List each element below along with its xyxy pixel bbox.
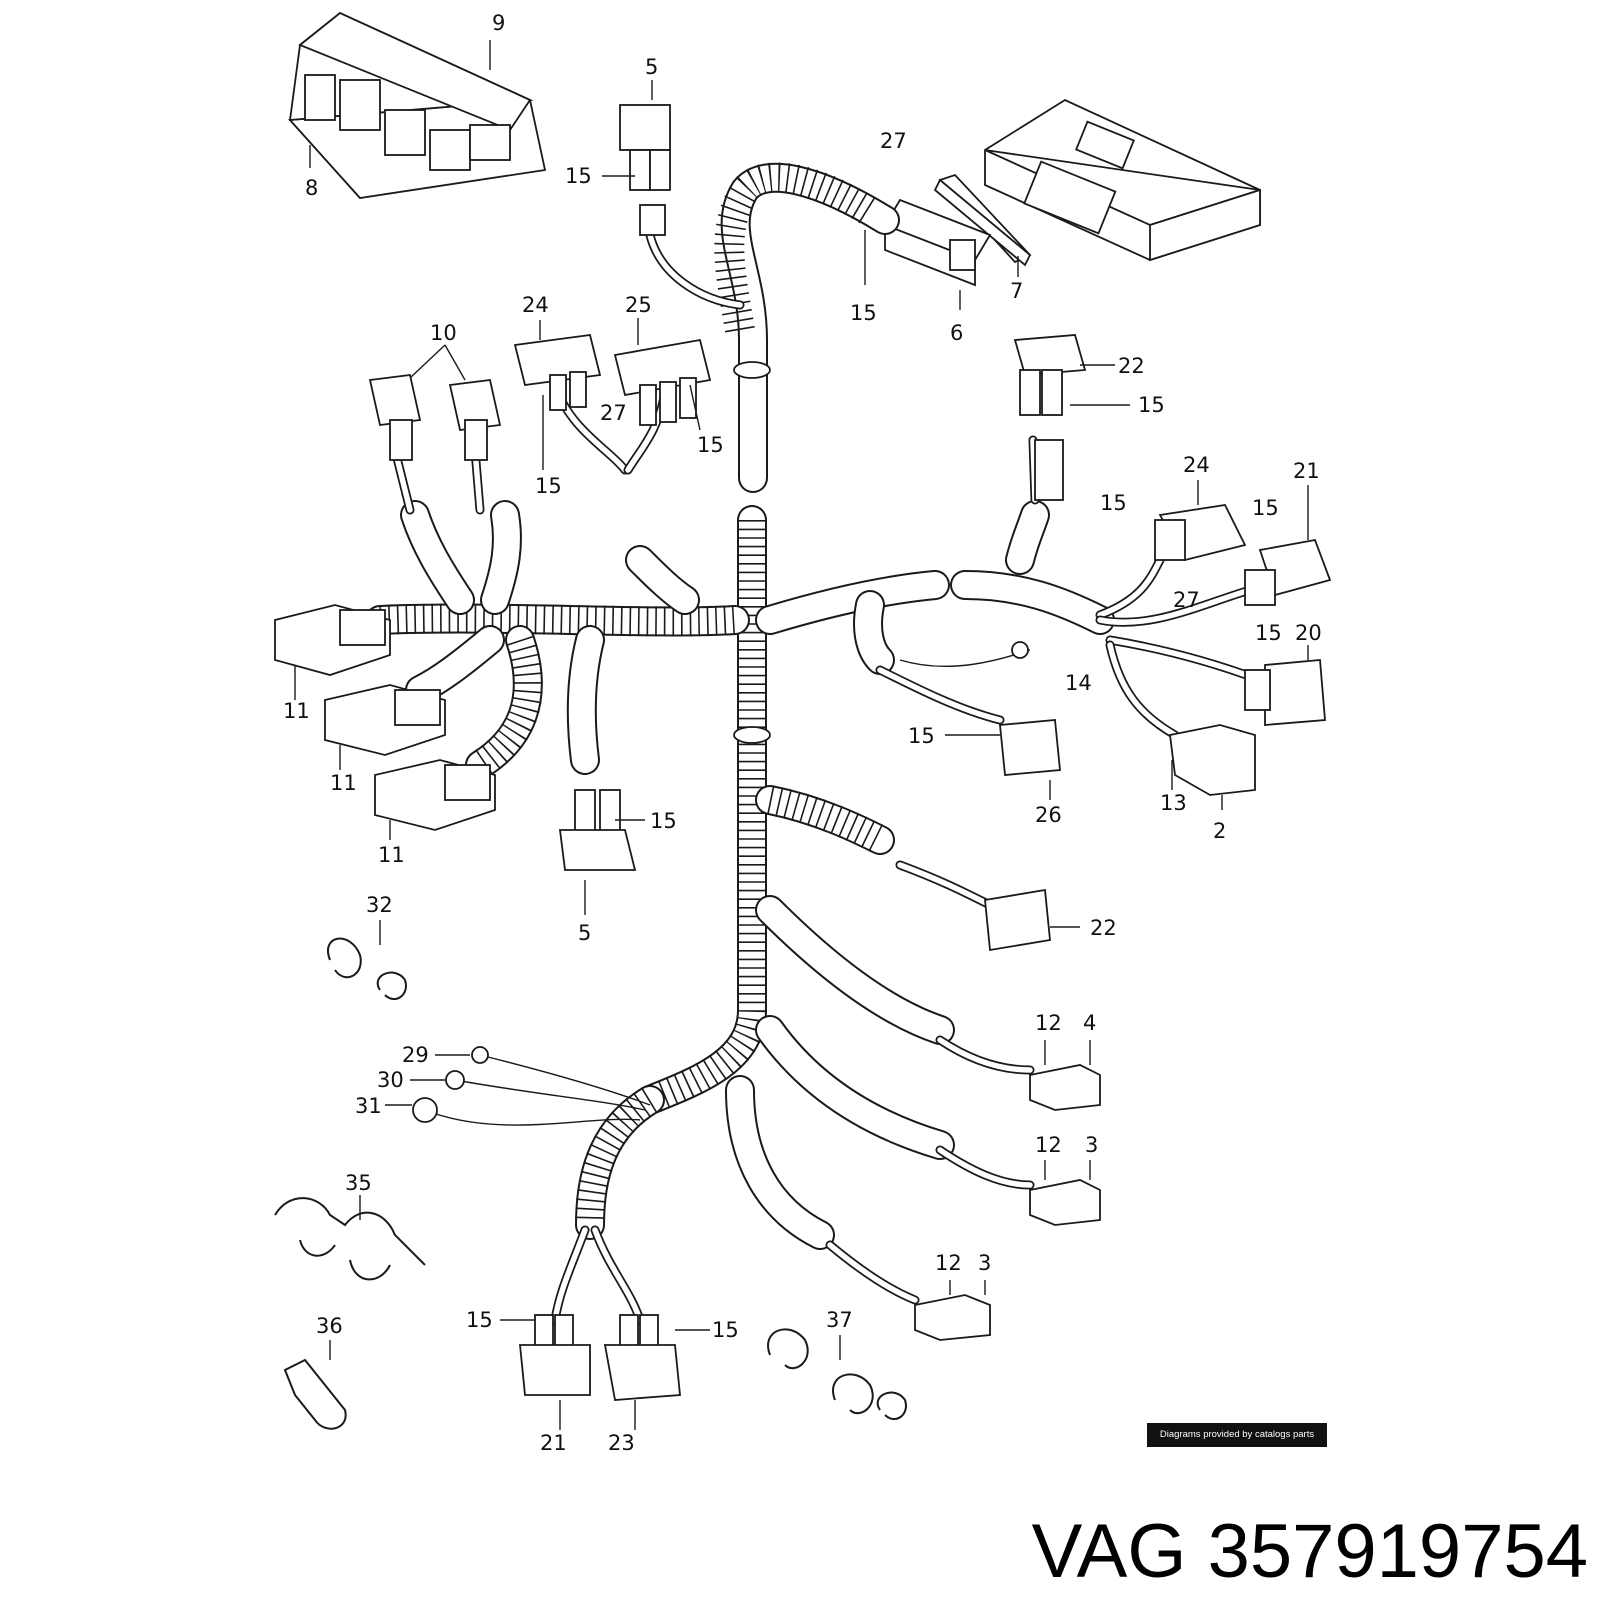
callout: 15 (908, 724, 935, 748)
callout: 36 (316, 1314, 343, 1338)
connector-21-right (1244, 485, 1332, 606)
connector-11 (274, 604, 496, 840)
callout: 27 (1173, 588, 1200, 612)
control-unit (933, 98, 1261, 277)
connector-12-3-a (1029, 1160, 1101, 1226)
callout: 14 (1065, 671, 1092, 695)
callout: 3 (1085, 1133, 1098, 1157)
callout: 15 (1255, 621, 1282, 645)
callout: 15 (697, 433, 724, 457)
callout: 15 (565, 164, 592, 188)
wires (390, 230, 1265, 1325)
callout: 6 (950, 321, 963, 345)
connector-10 (368, 344, 502, 461)
callout: 20 (1295, 621, 1322, 645)
connector-25 (613, 318, 712, 431)
callout: 15 (535, 474, 562, 498)
callout: 2 (1213, 819, 1226, 843)
callout: 10 (430, 321, 457, 345)
clip-37 (767, 1328, 907, 1420)
connector-24-right (1154, 480, 1247, 562)
connector-12-4 (1029, 1040, 1101, 1111)
clip-35 (274, 1195, 426, 1281)
clip-32 (327, 920, 407, 1000)
connector-6 (864, 198, 992, 310)
callout: 26 (1035, 803, 1062, 827)
callout: 7 (1010, 279, 1023, 303)
part-number-title: VAG 357919754 (1031, 1509, 1588, 1594)
ground-eyelets (385, 641, 1029, 1123)
clip-36 (283, 1340, 347, 1430)
connector-21-23 (500, 1314, 710, 1430)
callout: 8 (305, 176, 318, 200)
callout: 15 (1252, 496, 1279, 520)
callout: 15 (712, 1318, 739, 1342)
callout: 37 (826, 1308, 853, 1332)
callout: 24 (522, 293, 549, 317)
relay-box (288, 11, 547, 200)
callout: 15 (850, 301, 877, 325)
callout: 22 (1118, 354, 1145, 378)
connector-12-3-b (914, 1280, 991, 1341)
callout: 12 (1035, 1011, 1062, 1035)
callout: 13 (1160, 791, 1187, 815)
callout: 3 (978, 1251, 991, 1275)
callout: 32 (366, 893, 393, 917)
callout: 15 (650, 809, 677, 833)
callout: 12 (935, 1251, 962, 1275)
connector-13-2 (1169, 724, 1256, 810)
callout: 15 (1100, 491, 1127, 515)
credit-badge: Diagrams provided by catalogs parts (1147, 1423, 1327, 1447)
callout: 11 (330, 771, 357, 795)
callout: 5 (578, 921, 591, 945)
callout: 29 (402, 1043, 429, 1067)
callout-labels: 9 8 5 15 27 15 6 7 24 25 27 15 15 10 22 … (283, 11, 1322, 1455)
connector-5-mid (558, 789, 645, 915)
callout: 25 (625, 293, 652, 317)
callout: 5 (645, 55, 658, 79)
callout: 22 (1090, 916, 1117, 940)
callout: 11 (378, 843, 405, 867)
callout: 31 (355, 1094, 382, 1118)
callout: 27 (600, 401, 627, 425)
callout: 30 (377, 1068, 404, 1092)
callout: 27 (880, 129, 907, 153)
connector-22-mid (984, 888, 1080, 952)
connector-26 (945, 719, 1061, 800)
callout: 21 (1293, 459, 1320, 483)
connector-22-top (1013, 334, 1130, 501)
callout: 35 (345, 1171, 372, 1195)
callout: 4 (1083, 1011, 1096, 1035)
callout: 21 (540, 1431, 567, 1455)
main-harness (365, 162, 1115, 1250)
connector-20 (1244, 645, 1326, 726)
callout: 9 (492, 11, 505, 35)
callout: 11 (283, 699, 310, 723)
connector-5-top (602, 80, 671, 236)
callout: 15 (1138, 393, 1165, 417)
connector-24-upper (513, 320, 602, 470)
callout: 23 (608, 1431, 635, 1455)
callout: 15 (466, 1308, 493, 1332)
callout: 12 (1035, 1133, 1062, 1157)
callout: 24 (1183, 453, 1210, 477)
